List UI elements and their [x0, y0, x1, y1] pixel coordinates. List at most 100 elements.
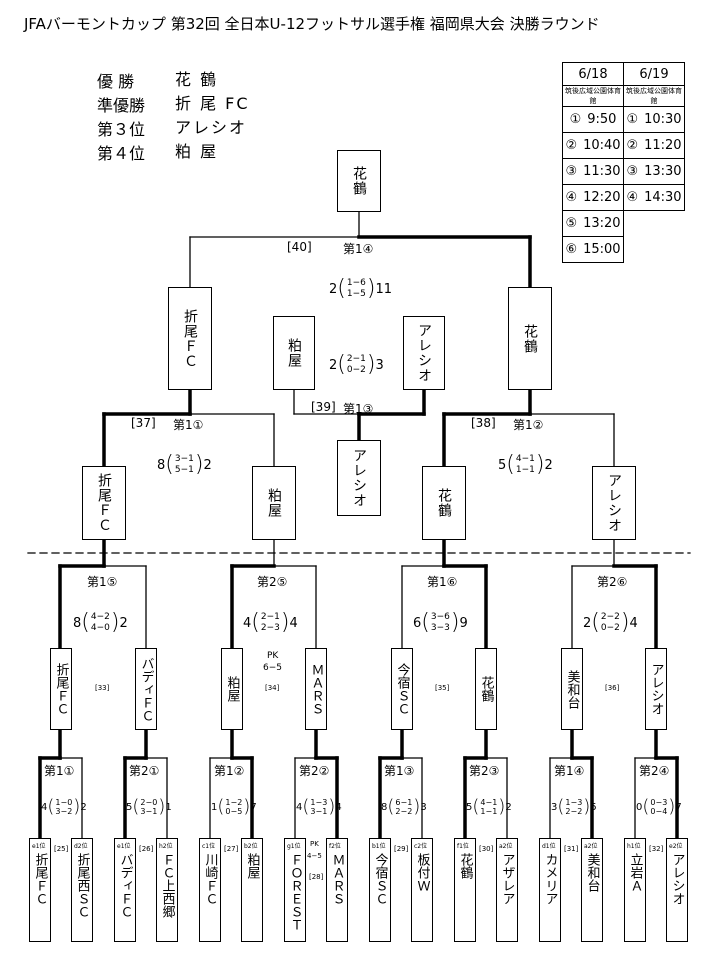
qf1-slot: 第1⑤: [87, 575, 118, 589]
team-seed: a2位: [584, 843, 598, 850]
qf4-match-no: [36]: [605, 684, 620, 692]
team-name: 立岩Ａ: [627, 853, 643, 892]
third-right-box: アレシオ: [403, 316, 445, 390]
third-match-no: [39]: [311, 400, 336, 414]
team-box: e2位アレシオ: [666, 838, 688, 942]
team-seed: a2位: [499, 843, 513, 850]
team-seed: c1位: [202, 843, 216, 850]
team-name: アレシオ: [669, 853, 685, 905]
semi1-match-no: [37]: [131, 416, 156, 430]
team-seed: e2位: [669, 843, 683, 850]
team-box: b1位今宿ＳＣ: [369, 838, 391, 942]
team-name: 折尾西ＳＣ: [74, 853, 90, 918]
qf4-right-box: アレシオ: [645, 648, 667, 730]
semi2-slot: 第1②: [513, 418, 544, 432]
semi1-left-box: 折尾ＦＣ: [82, 466, 126, 540]
third-left-box: 粕屋: [273, 316, 315, 390]
finalist-right-box: 花鶴: [508, 287, 552, 390]
schedule-date-2: 6/19: [623, 62, 685, 86]
schedule-venue-2: 筑後広域公園体育館: [623, 85, 685, 107]
team-name: バディＦＣ: [117, 853, 133, 918]
team-box: e1位折尾ＦＣ: [29, 838, 51, 942]
qf1-left-box: 折尾ＦＣ: [50, 648, 72, 730]
r16-6-no: [30]: [479, 845, 494, 853]
r16-3-no: [27]: [224, 845, 239, 853]
team-seed: h2位: [159, 843, 173, 850]
team-box: g1位 ＦＯＲＥＳＴ: [284, 838, 306, 942]
third-slot: 第1③: [343, 402, 374, 416]
semi2-match-no: [38]: [471, 416, 496, 430]
champion-box: 花鶴: [337, 150, 381, 212]
team-name: アザレア: [499, 853, 515, 905]
team-seed: h1位: [627, 843, 641, 850]
r16-7-no: [31]: [564, 845, 579, 853]
team-name: 粕屋: [244, 853, 260, 879]
r16-8-no: [32]: [649, 845, 664, 853]
team-box: f1位花鶴: [454, 838, 476, 942]
team-seed: f2位: [329, 843, 341, 850]
r16-5-slot: 第1③: [384, 764, 415, 778]
r16-6-slot: 第2③: [469, 764, 500, 778]
r16-5-no: [29]: [394, 845, 409, 853]
schedule-empty: [624, 237, 685, 263]
rank-team-1: 花 鶴: [175, 70, 219, 89]
qf4-left-box: 美和台: [561, 648, 583, 730]
team-seed: d1位: [542, 843, 556, 850]
team-seed: e1位: [117, 843, 131, 850]
r16-2-slot: 第2①: [129, 764, 160, 778]
team-name: 花鶴: [457, 853, 473, 879]
r16-7-slot: 第1④: [554, 764, 585, 778]
qf2-pk-score: 6−5: [263, 663, 282, 673]
team-name: ＦＯＲＥＳＴ: [287, 853, 303, 931]
semi1-slot: 第1①: [173, 418, 204, 432]
third-winner-box: アレシオ: [337, 440, 381, 516]
r16-4-no: [28]: [309, 873, 324, 881]
schedule-venue-1: 筑後広域公園体育館: [562, 85, 624, 107]
r16-1-slot: 第1①: [44, 764, 75, 778]
r16-4-slot: 第2②: [299, 764, 330, 778]
team-seed: f1位: [457, 843, 469, 850]
qf2-left-box: 粕屋: [221, 648, 243, 730]
qf2-match-no: [34]: [265, 684, 280, 692]
rank-label-1: 優 勝: [97, 72, 135, 91]
team-box: d2位折尾西ＳＣ: [71, 838, 93, 942]
final-slot: 第1④: [343, 242, 374, 256]
team-box: h1位立岩Ａ: [624, 838, 646, 942]
r16-8-slot: 第2④: [639, 764, 670, 778]
semi1-right-box: 粕屋: [252, 466, 296, 540]
qf2-right-box: ＭＡＲＳ: [305, 648, 327, 730]
team-seed: g1位: [287, 843, 301, 850]
team-name: ＦＣ上西郷: [159, 853, 175, 918]
team-box: c1位川崎ＦＣ: [199, 838, 221, 942]
team-box: a2位美和台: [581, 838, 603, 942]
qf2-slot: 第2⑤: [257, 575, 288, 589]
rank-label-3: 第３位: [97, 120, 146, 139]
team-name: 美和台: [584, 853, 600, 892]
team-box: c2位板付Ｗ: [411, 838, 433, 942]
qf3-left-box: 今宿ＳＣ: [391, 648, 413, 730]
team-box: h2位 ＦＣ上西郷: [156, 838, 178, 942]
rank-team-3: アレシオ: [175, 118, 248, 137]
team-box: d1位カメリア: [539, 838, 561, 942]
team-seed: b2位: [244, 843, 258, 850]
qf4-slot: 第2⑥: [597, 575, 628, 589]
